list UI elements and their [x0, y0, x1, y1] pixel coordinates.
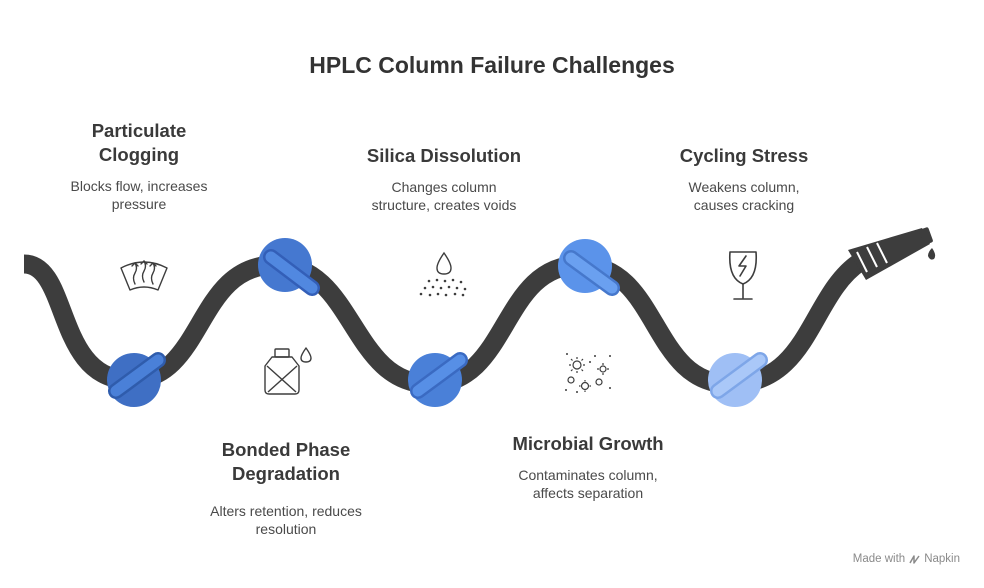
stage-title: Microbial Growth	[512, 433, 664, 454]
knot-3	[408, 352, 468, 407]
knot-4	[558, 239, 620, 296]
microbes-icon	[565, 353, 611, 393]
stage-description: Alters retention, reduces resolution	[210, 503, 362, 537]
stage-bonded-phase-degradation: Bonded Phase Degradation Alters retentio…	[166, 438, 406, 538]
napkin-watermark[interactable]: Made with Napkin	[853, 553, 960, 565]
cracked-glass-icon	[728, 251, 758, 300]
stage-description: Weakens column, causes cracking	[688, 179, 800, 213]
knot-1	[107, 352, 166, 407]
watermark-prefix: Made with	[852, 553, 906, 565]
stage-title: Cycling Stress	[679, 145, 809, 166]
stage-description: Changes column structure, creates voids	[371, 179, 517, 213]
stage-cycling-stress: Cycling Stress Weakens column, causes cr…	[624, 144, 864, 214]
stage-silica-dissolution: Silica Dissolution Changes column struct…	[324, 144, 564, 214]
stage-title: Silica Dissolution	[366, 145, 522, 166]
stage-title: Bonded Phase Degradation	[221, 439, 351, 484]
stage-title: Particulate Clogging	[91, 120, 187, 165]
knot-2	[258, 238, 320, 296]
knot-5	[708, 352, 768, 407]
broken-bottle-icon	[264, 347, 312, 395]
stage-microbial-growth: Microbial Growth Contaminates column, af…	[468, 432, 708, 502]
stage-particulate-clogging: Particulate Clogging Blocks flow, increa…	[19, 119, 259, 213]
napkin-logo-icon	[909, 554, 920, 564]
stage-description: Blocks flow, increases pressure	[70, 178, 208, 212]
watermark-brand: Napkin	[924, 553, 960, 565]
page-title: HPLC Column Failure Challenges	[309, 52, 675, 78]
stage-description: Contaminates column, affects separation	[518, 467, 658, 501]
windshield-defrost-icon	[120, 260, 168, 291]
droplet-dissolve-icon	[419, 251, 467, 297]
nozzle-icon	[848, 227, 936, 280]
